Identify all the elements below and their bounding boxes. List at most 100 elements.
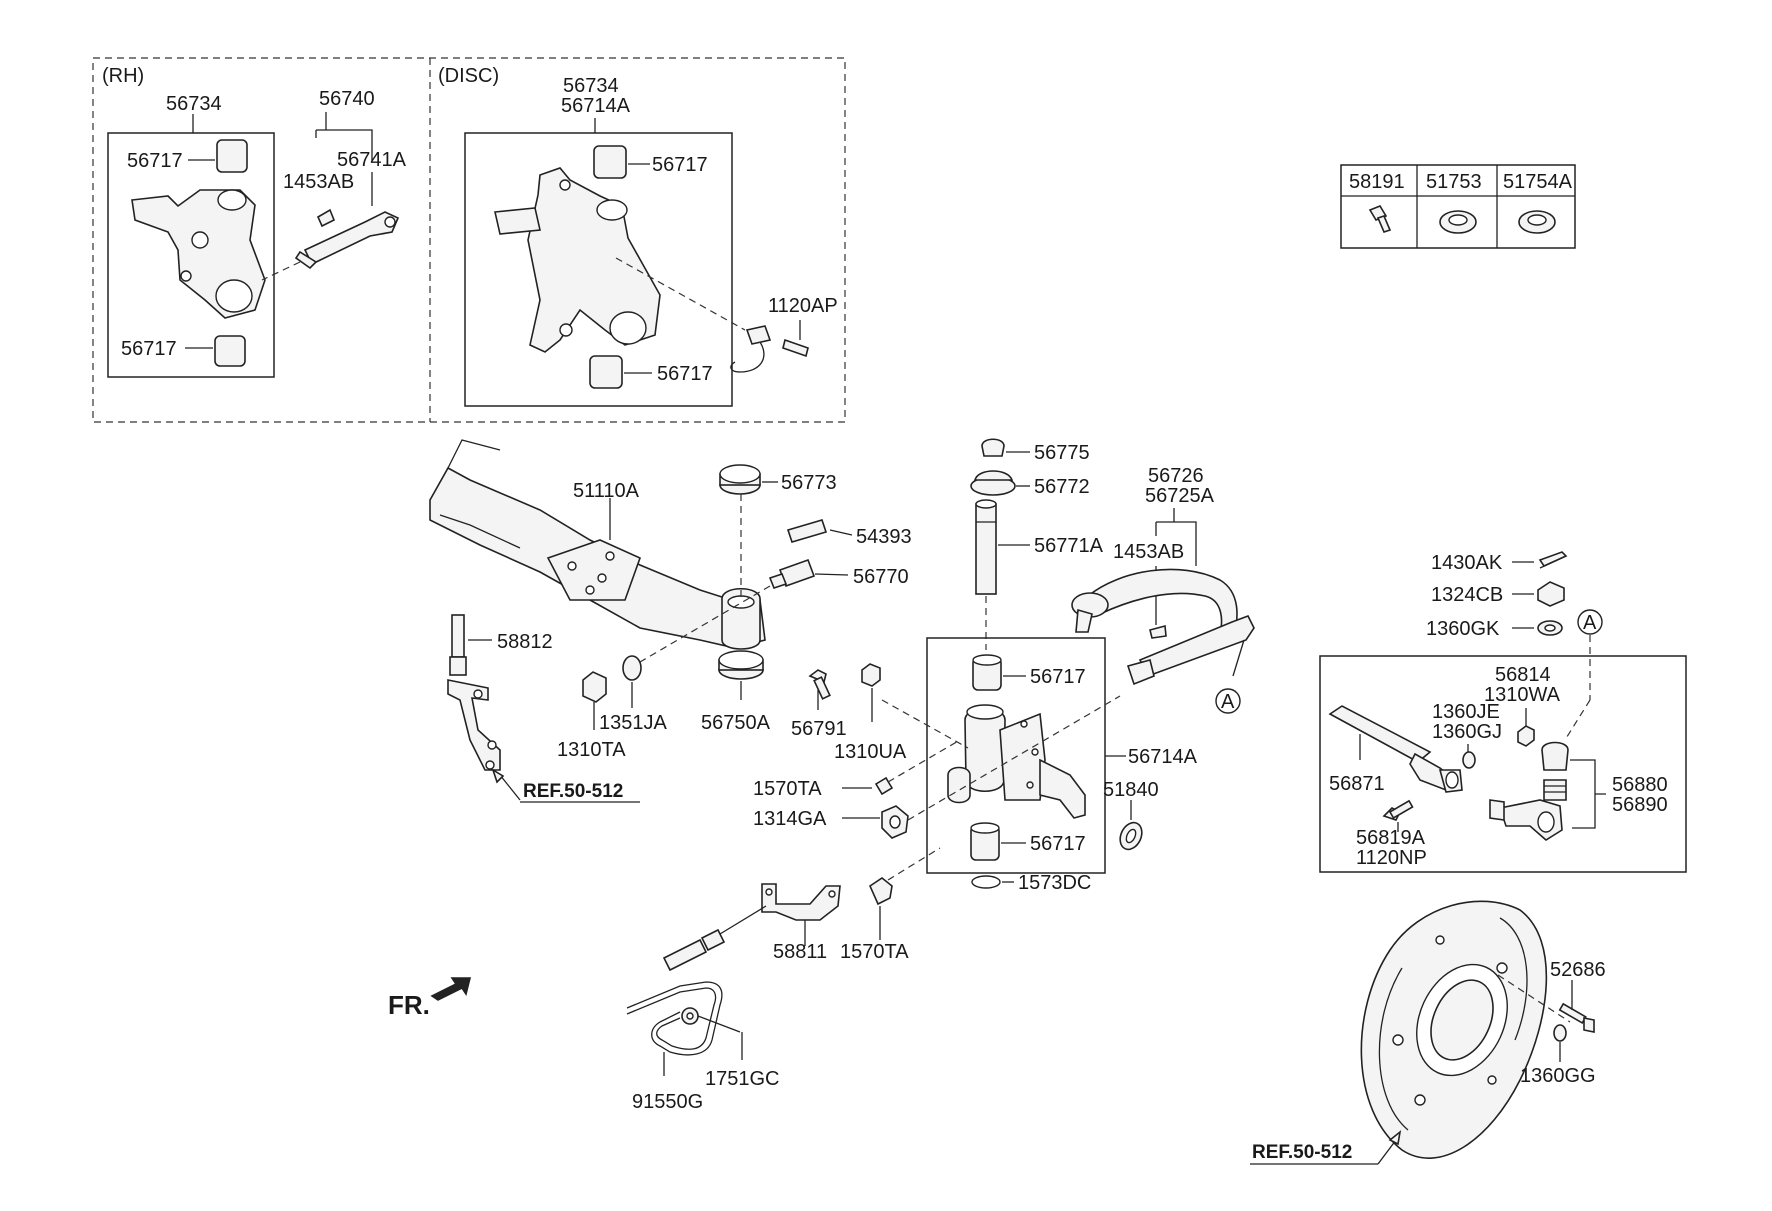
variant-label-disc: (DISC) bbox=[438, 65, 499, 87]
label-1360GJ: 1360GJ bbox=[1432, 721, 1502, 743]
rh-knuckle-box bbox=[107, 132, 275, 378]
bolt-56819A bbox=[1382, 799, 1414, 821]
parts-table: 58191 51753 51754A bbox=[1340, 164, 1576, 249]
backing-plate bbox=[1360, 900, 1548, 1159]
label-56726: 56726 bbox=[1148, 465, 1204, 487]
label-51110A: 51110A bbox=[573, 480, 640, 502]
label-56775: 56775 bbox=[1034, 442, 1090, 464]
variant-inset: (RH) (DISC) 56734 56717 56717 56740 1453… bbox=[92, 57, 846, 423]
tie-rod-tube bbox=[1328, 705, 1432, 763]
callout-a-top: A bbox=[1577, 609, 1603, 635]
label-1453AB-rh: 1453AB bbox=[283, 171, 354, 193]
rh-key bbox=[316, 208, 336, 228]
label-56725A: 56725A bbox=[1145, 485, 1215, 507]
label-56890: 56890 bbox=[1612, 794, 1668, 816]
label-56717-rh-top: 56717 bbox=[127, 150, 183, 172]
label-1120NP: 1120NP bbox=[1356, 847, 1427, 869]
label-56770: 56770 bbox=[853, 566, 909, 588]
callout-a-top-label: A bbox=[1583, 612, 1597, 634]
label-56717-mid-bottom: 56717 bbox=[1030, 833, 1086, 855]
label-1351JA: 1351JA bbox=[599, 712, 667, 734]
label-56717-disc-top: 56717 bbox=[652, 154, 708, 176]
washer-1360GJ bbox=[1462, 751, 1476, 769]
label-56740: 56740 bbox=[319, 88, 375, 110]
disc-sensor-bolt bbox=[730, 320, 809, 373]
tie-rod-hardware bbox=[1537, 551, 1568, 636]
label-1430AK: 1430AK bbox=[1431, 552, 1503, 574]
castle-nut-1324CB bbox=[1537, 581, 1565, 607]
label-1310WA: 1310WA bbox=[1484, 684, 1561, 706]
rh-bushing-top bbox=[216, 139, 248, 173]
callout-a-arm: A bbox=[1215, 688, 1241, 714]
label-1360JE: 1360JE bbox=[1432, 701, 1500, 723]
brake-pipe-91550G bbox=[626, 981, 741, 1056]
brake-bracket-58811 bbox=[761, 883, 841, 921]
disc-bushing-bottom bbox=[589, 355, 623, 389]
label-56734-disc: 56734 bbox=[563, 75, 619, 97]
label-56734-rh: 56734 bbox=[166, 93, 222, 115]
rh-steering-arm bbox=[294, 208, 400, 270]
bolt-52686 bbox=[1558, 1002, 1595, 1033]
tie-rod-end-56880 bbox=[1489, 741, 1569, 841]
label-1324CB: 1324CB bbox=[1431, 584, 1503, 606]
hose-bracket bbox=[447, 679, 501, 771]
nut-1310UA bbox=[861, 663, 881, 687]
table-header-51754A: 51754A bbox=[1503, 171, 1573, 193]
brake-hose-58812 bbox=[447, 614, 501, 771]
label-56814: 56814 bbox=[1495, 664, 1551, 686]
bearing-56750A bbox=[718, 650, 764, 680]
cap-56772 bbox=[970, 470, 1016, 496]
label-56741A: 56741A bbox=[337, 149, 407, 171]
knuckle-boss bbox=[947, 766, 971, 804]
knuckle-yoke bbox=[964, 708, 1006, 792]
grease-fitting-1570TA-lower bbox=[868, 877, 893, 906]
label-51840: 51840 bbox=[1103, 779, 1159, 801]
ref-bottom: REF.50-512 bbox=[1250, 1130, 1402, 1165]
dust-cap-56775 bbox=[981, 438, 1005, 457]
brake-hose-lower bbox=[662, 905, 767, 972]
kingpin-56771A bbox=[975, 499, 997, 595]
label-56750A: 56750A bbox=[701, 712, 771, 734]
oil-seal-51753-icon bbox=[1439, 210, 1477, 234]
label-56773: 56773 bbox=[781, 472, 837, 494]
label-1570TA-upper: 1570TA bbox=[753, 778, 822, 800]
label-1360GG: 1360GG bbox=[1520, 1065, 1596, 1087]
bushing-bottom-56717 bbox=[970, 822, 1000, 861]
label-56717-disc-bottom: 56717 bbox=[657, 363, 713, 385]
variant-label-rh: (RH) bbox=[102, 65, 144, 87]
steering-arm-shank bbox=[1138, 614, 1255, 677]
label-1570TA-lower: 1570TA bbox=[840, 941, 909, 963]
steering-knuckle bbox=[947, 704, 1086, 819]
label-56791: 56791 bbox=[791, 718, 847, 740]
label-56880: 56880 bbox=[1612, 774, 1668, 796]
label-52686: 52686 bbox=[1550, 959, 1606, 981]
label-56871: 56871 bbox=[1329, 773, 1385, 795]
spindle bbox=[1039, 758, 1086, 819]
label-56714A-disc: 56714A bbox=[561, 95, 631, 117]
rh-steering-knuckle bbox=[131, 139, 266, 367]
label-56714A: 56714A bbox=[1128, 746, 1198, 768]
label-58812: 58812 bbox=[497, 631, 553, 653]
washer-56773 bbox=[719, 464, 761, 495]
label-1310UA: 1310UA bbox=[834, 741, 907, 763]
label-1360GK: 1360GK bbox=[1426, 618, 1500, 640]
disc-knuckle-box bbox=[464, 132, 733, 407]
label-1310TA: 1310TA bbox=[557, 739, 626, 761]
bolt-58191-icon bbox=[1368, 205, 1392, 233]
rh-bushing-bottom bbox=[214, 335, 246, 367]
label-91550G: 91550G bbox=[632, 1091, 703, 1113]
ref-left: REF.50-512 bbox=[491, 768, 640, 803]
nut-1310WA bbox=[1517, 725, 1535, 747]
label-1453AB: 1453AB bbox=[1113, 541, 1184, 563]
o-ring-1573DC bbox=[971, 875, 1001, 889]
label-1573DC: 1573DC bbox=[1018, 872, 1091, 894]
callout-a-arm-label: A bbox=[1221, 691, 1235, 713]
cotter-pin-1430AK bbox=[1538, 551, 1568, 568]
washer-1360GG bbox=[1553, 1024, 1567, 1042]
tie-rod-box bbox=[1319, 655, 1687, 873]
table-header-58191: 58191 bbox=[1349, 171, 1405, 193]
label-56771A: 56771A bbox=[1034, 535, 1104, 557]
label-56772: 56772 bbox=[1034, 476, 1090, 498]
bolt-56791 bbox=[808, 669, 831, 700]
